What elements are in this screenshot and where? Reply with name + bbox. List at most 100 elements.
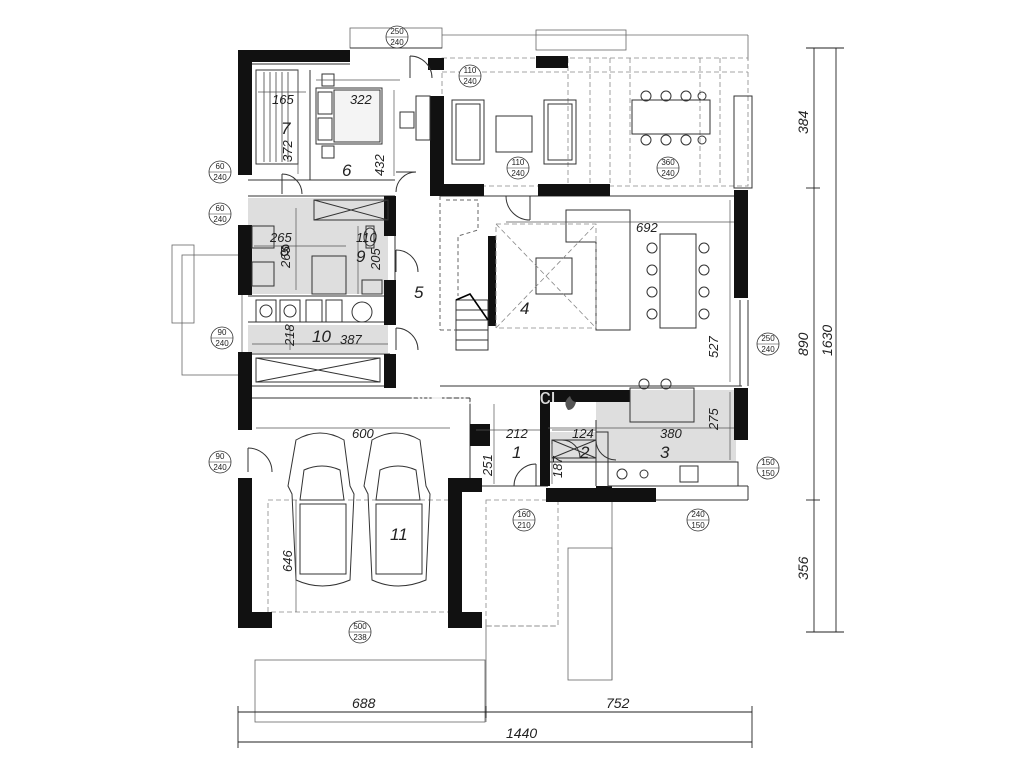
svg-text:60: 60 bbox=[216, 204, 225, 213]
room-number-1: 1 bbox=[512, 443, 521, 462]
dim-bottom-left: 688 bbox=[352, 695, 376, 711]
dim-right-mid: 890 bbox=[795, 332, 811, 356]
svg-text:210: 210 bbox=[517, 521, 531, 530]
dining-terrace bbox=[441, 57, 749, 187]
svg-text:240: 240 bbox=[390, 38, 404, 47]
svg-text:160: 160 bbox=[517, 510, 531, 519]
watermark-line1: Galeria bbox=[428, 360, 500, 385]
dim-11-width: 600 bbox=[352, 426, 374, 441]
room-number-11: 11 bbox=[390, 525, 408, 544]
outdoor-table bbox=[631, 99, 711, 135]
svg-text:150: 150 bbox=[761, 458, 775, 467]
svg-text:240: 240 bbox=[463, 77, 477, 86]
room-number-6: 6 bbox=[342, 161, 352, 180]
room-numbers: 7 6 8 9 5 4 10 1 2 3 11 bbox=[280, 119, 670, 544]
kitchen-counter bbox=[607, 461, 739, 487]
dim-2-width: 124 bbox=[572, 426, 594, 441]
dim-7-width: 165 bbox=[272, 92, 294, 107]
dim-right-top: 384 bbox=[795, 110, 811, 134]
svg-text:238: 238 bbox=[353, 633, 367, 642]
svg-text:240: 240 bbox=[213, 215, 227, 224]
dim-8-width: 265 bbox=[269, 230, 292, 245]
svg-text:240: 240 bbox=[691, 510, 705, 519]
coffee-table bbox=[495, 115, 533, 153]
staircase bbox=[455, 293, 489, 351]
furniture bbox=[251, 69, 753, 587]
car-left bbox=[287, 432, 355, 587]
watermark-line2: Nieruchomości bbox=[410, 384, 556, 409]
overall-dimensions: 688 752 1440 384 890 356 1630 bbox=[352, 110, 835, 741]
svg-text:110: 110 bbox=[512, 158, 525, 167]
svg-text:250: 250 bbox=[761, 334, 775, 343]
room-number-3: 3 bbox=[660, 443, 670, 462]
svg-text:150: 150 bbox=[761, 469, 775, 478]
dim-1-width: 212 bbox=[505, 426, 528, 441]
desk bbox=[415, 95, 431, 141]
svg-text:240: 240 bbox=[213, 463, 227, 472]
room-number-4: 4 bbox=[520, 299, 529, 318]
svg-text:240: 240 bbox=[661, 169, 675, 178]
living-table bbox=[535, 257, 573, 295]
svg-text:110: 110 bbox=[464, 66, 477, 75]
svg-text:90: 90 bbox=[216, 452, 225, 461]
kitchen-island bbox=[629, 387, 695, 423]
corner-sofa bbox=[565, 209, 631, 331]
svg-text:60: 60 bbox=[216, 162, 225, 171]
dining-table bbox=[659, 233, 697, 329]
dim-bottom-total: 1440 bbox=[506, 725, 537, 741]
svg-text:240: 240 bbox=[761, 345, 775, 354]
svg-text:240: 240 bbox=[215, 339, 229, 348]
room-number-5: 5 bbox=[414, 283, 424, 302]
watermark: Galeria Nieruchomości bbox=[396, 360, 556, 409]
svg-text:150: 150 bbox=[691, 521, 705, 530]
dim-9-width: 110 bbox=[356, 230, 377, 245]
svg-text:360: 360 bbox=[661, 158, 675, 167]
dim-4-depth: 527 bbox=[706, 336, 721, 358]
dim-bottom-right: 752 bbox=[606, 695, 630, 711]
svg-text:240: 240 bbox=[511, 169, 525, 178]
dim-10-length: 387 bbox=[340, 332, 362, 347]
shower bbox=[311, 255, 347, 295]
room-dim-lines bbox=[252, 70, 734, 612]
overall-dim-lines bbox=[237, 47, 844, 748]
car-right bbox=[363, 432, 431, 587]
dim-4-width: 692 bbox=[636, 220, 658, 235]
dim-9-depth: 205 bbox=[368, 248, 383, 271]
room-number-8: 8 bbox=[280, 241, 290, 260]
sofa-left bbox=[451, 99, 485, 165]
dim-7-depth: 372 bbox=[280, 140, 295, 162]
svg-text:240: 240 bbox=[213, 173, 227, 182]
doors bbox=[247, 55, 617, 487]
room-number-7: 7 bbox=[281, 119, 291, 138]
dim-11-depth: 646 bbox=[280, 550, 295, 572]
room-number-10: 10 bbox=[312, 327, 331, 346]
room-dimensions: 165 372 322 432 265 265 110 205 387 218 … bbox=[269, 92, 721, 572]
dim-6-width: 322 bbox=[350, 92, 372, 107]
room-number-2: 2 bbox=[579, 443, 590, 462]
svg-text:250: 250 bbox=[390, 27, 404, 36]
dim-3-width: 380 bbox=[660, 426, 682, 441]
bed bbox=[315, 87, 383, 145]
dim-6-depth: 432 bbox=[372, 154, 387, 176]
dim-right-total: 1630 bbox=[819, 325, 835, 356]
svg-text:90: 90 bbox=[218, 328, 227, 337]
dim-1-depth: 251 bbox=[480, 454, 495, 477]
void-lines bbox=[495, 223, 597, 329]
dim-3-depth: 275 bbox=[706, 408, 721, 431]
interior-lines bbox=[248, 47, 749, 501]
dim-2-depth: 187 bbox=[550, 456, 565, 478]
sofa-right bbox=[543, 99, 577, 165]
